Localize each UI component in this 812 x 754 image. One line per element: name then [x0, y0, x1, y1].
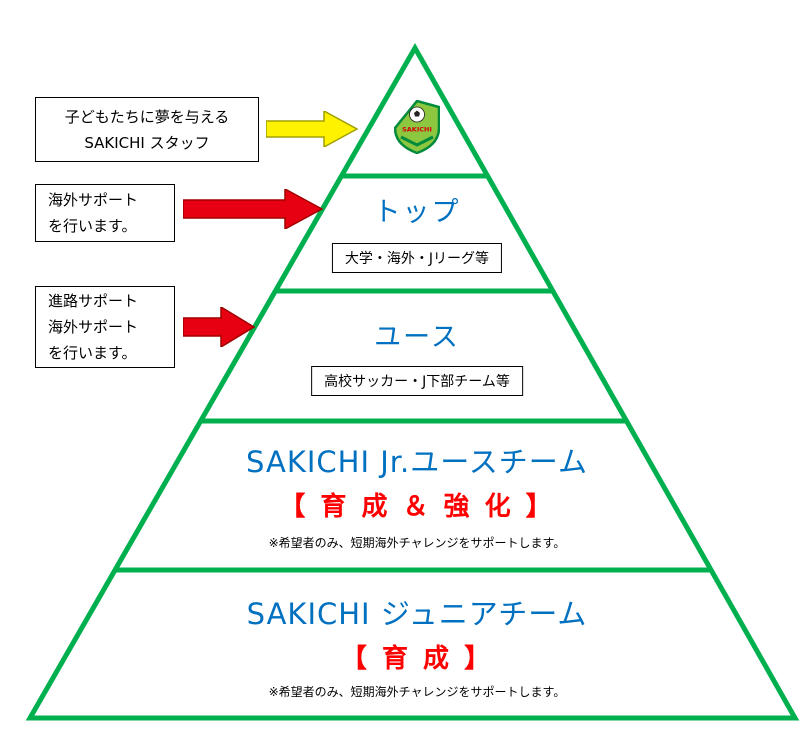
tier-youth-detail-box: 高校サッカー・J下部チーム等 [311, 366, 523, 396]
club-crest: SAKICHI [393, 99, 441, 155]
callout-youth-support-line-3: を行います。 [48, 344, 137, 362]
tier-top-detail-box: 大学・海外・Jリーグ等 [331, 243, 503, 273]
callout-staff-line-1: 子どもたちに夢を与える [64, 107, 230, 126]
red-block-arrow-top-icon [183, 189, 323, 229]
red-block-arrow-youth-icon [183, 307, 255, 347]
tier-jr-youth-note: ※希望者のみ、短期海外チャレンジをサポートします。 [268, 536, 566, 550]
callout-youth-support-line-2: 海外サポート [48, 318, 139, 336]
callout-top-support: 海外サポート を行います。 [35, 184, 175, 242]
tier-jr-youth-subtitle: 【 育 成 ＆ 強 化 】 [279, 492, 555, 522]
tier-junior-subtitle: 【 育 成 】 [340, 644, 494, 674]
tier-jr-youth-title: SAKICHI Jr.ユースチーム [246, 445, 588, 479]
callout-youth-support: 進路サポート 海外サポート を行います。 [35, 286, 175, 368]
pyramid-triangle [25, 42, 800, 721]
callout-staff-line-2: SAKICHI スタッフ [84, 133, 210, 152]
callout-top-support-line-1: 海外サポート [48, 191, 139, 209]
tier-junior-note: ※希望者のみ、短期海外チャレンジをサポートします。 [268, 685, 566, 699]
callout-staff: 子どもたちに夢を与える SAKICHI スタッフ [35, 97, 259, 162]
callout-youth-support-line-1: 進路サポート [48, 292, 139, 310]
yellow-block-arrow-icon [266, 111, 358, 147]
tier-youth-title: ユース [374, 322, 460, 353]
club-crest-icon: SAKICHI [393, 99, 441, 155]
tier-junior-title: SAKICHI ジュニアチーム [246, 597, 588, 631]
crest-label: SAKICHI [402, 126, 432, 134]
callout-top-support-line-2: を行います。 [48, 217, 137, 235]
tier-top-title: トップ [373, 197, 461, 228]
